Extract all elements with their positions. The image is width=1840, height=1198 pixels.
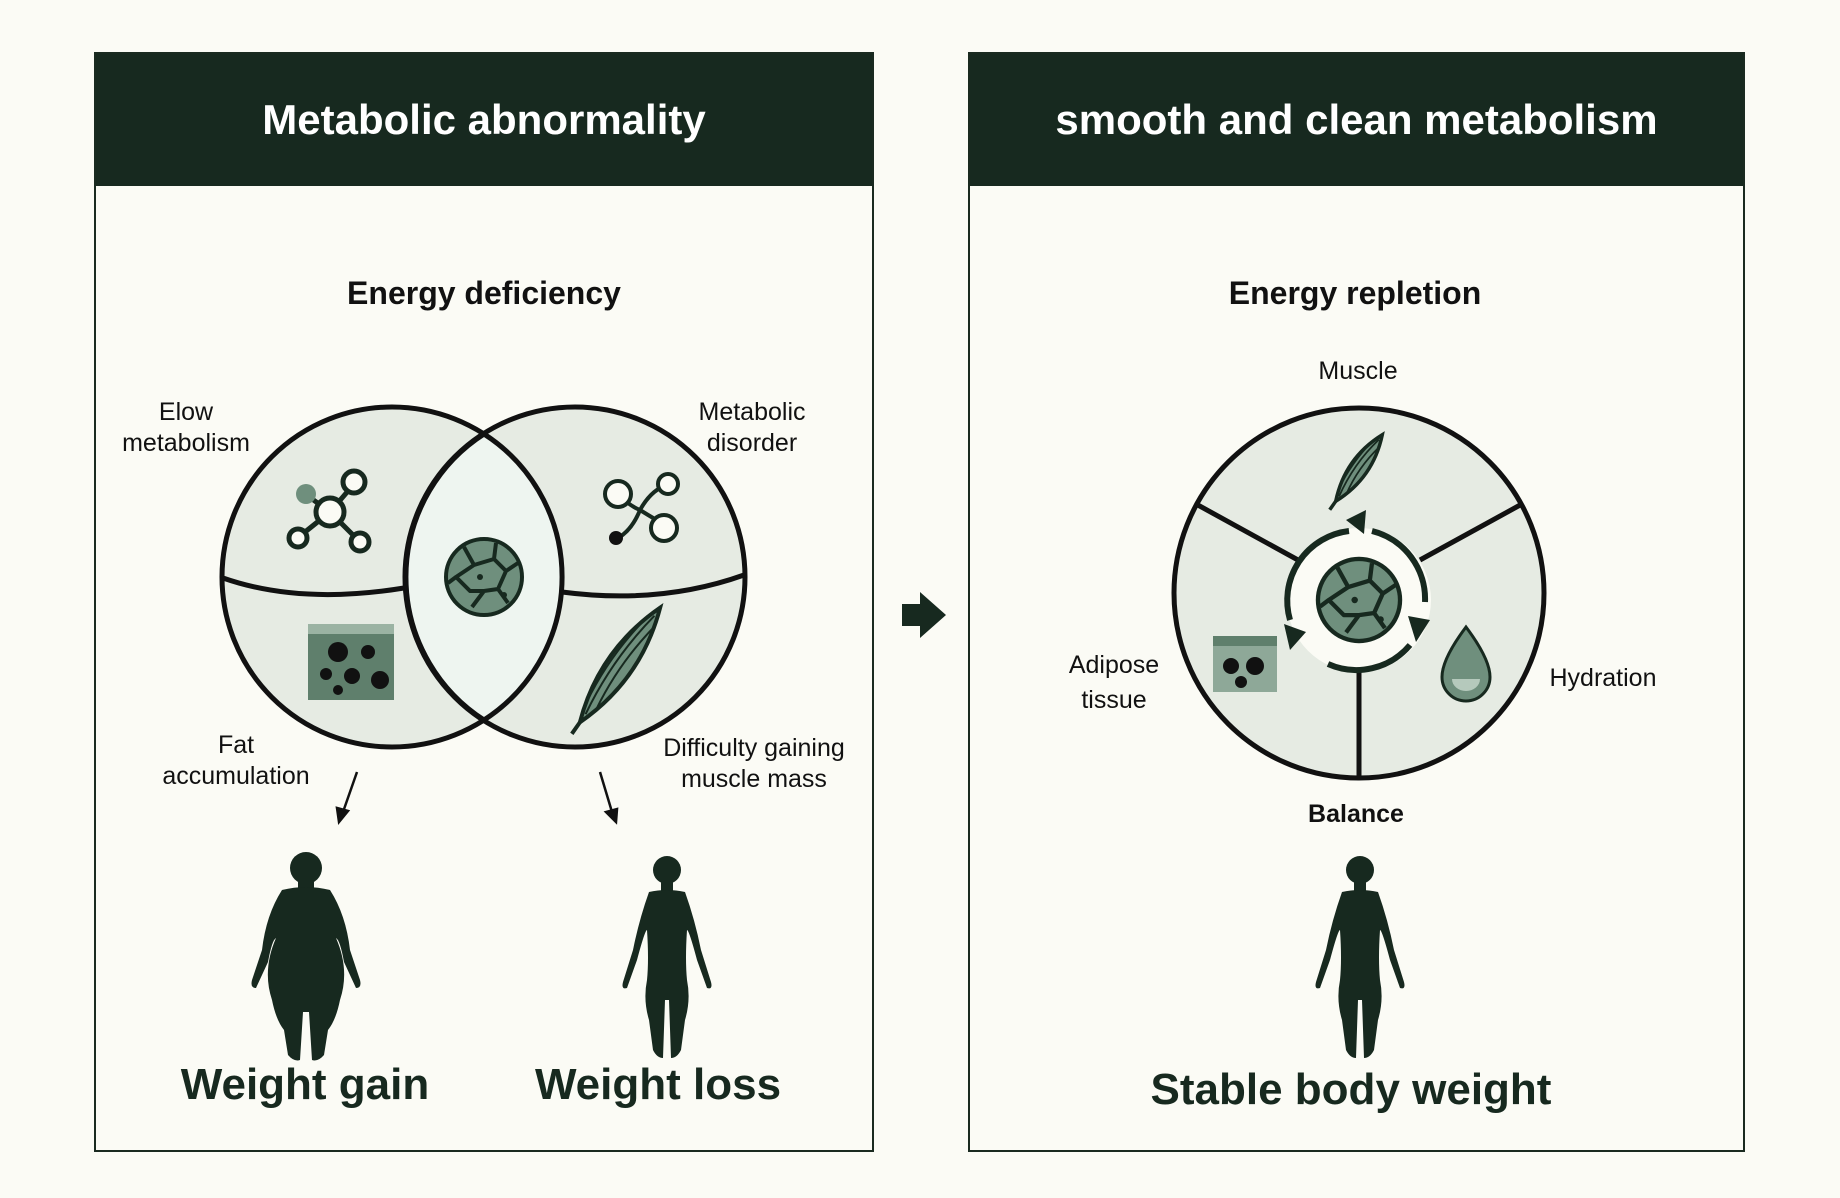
label-fat-accumulation: Fat accumulation (162, 731, 310, 790)
pointer-arrows (335, 771, 619, 825)
left-subtitle: Energy deficiency (347, 275, 621, 311)
fat-tissue-icon (308, 624, 394, 700)
network-icon (603, 472, 680, 545)
right-subtitle: Energy repletion (1228, 275, 1482, 311)
cycle-arrows-icon (1284, 528, 1429, 673)
molecule-icon (286, 468, 372, 554)
label-metabolic-disorder: Metabolic disorder (698, 398, 806, 457)
water-drop-icon (1440, 624, 1492, 703)
muscle-icon (1328, 431, 1385, 511)
label-adipose-tissue: Adipose tissue (1068, 651, 1160, 714)
body-silhouette-icon (1315, 856, 1405, 1058)
venn-diagram (219, 404, 748, 750)
left-panel-header: Metabolic abnormality (96, 54, 872, 186)
left-panel-title: Metabolic abnormality (262, 96, 706, 143)
muscle-icon (570, 602, 664, 735)
right-panel-title: smooth and clean metabolism (1055, 96, 1658, 143)
label-muscle-mass: Difficulty gaining muscle mass (663, 734, 845, 793)
label-muscle: Muscle (1318, 357, 1398, 385)
cell-icon (444, 537, 524, 617)
right-arrow-icon (902, 592, 946, 638)
outcome-stable-weight: Stable body weight (1150, 1065, 1552, 1114)
label-low-metabolism: Elow metabolism (122, 398, 250, 457)
balance-wheel (1171, 405, 1547, 781)
label-hydration: Hydration (1549, 664, 1657, 692)
body-silhouette-icon (251, 852, 712, 1061)
outcome-weight-gain: Weight gain (180, 1060, 430, 1109)
fat-tissue-icon (1213, 636, 1277, 692)
outcome-weight-loss: Weight loss (534, 1060, 782, 1109)
label-balance: Balance (1308, 800, 1404, 828)
right-panel-header: smooth and clean metabolism (970, 54, 1743, 186)
